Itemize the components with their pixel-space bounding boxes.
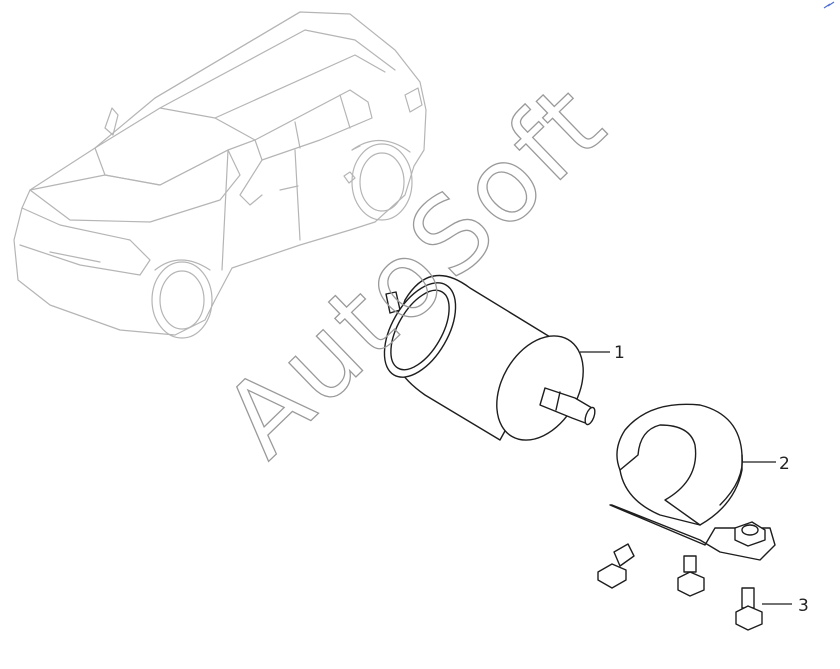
mounting-bracket <box>609 403 776 561</box>
bolt <box>677 555 705 597</box>
fuel-filter <box>383 274 596 441</box>
callout-label-1: 1 <box>614 343 625 363</box>
corner-mark-icon <box>823 1 835 9</box>
callout-label-2: 2 <box>779 454 790 474</box>
bolt <box>597 543 635 589</box>
leader-lines <box>580 351 792 605</box>
callout-label-3: 3 <box>798 596 809 616</box>
bolt <box>735 587 763 631</box>
vehicle-outline <box>13 11 427 339</box>
bolt-set <box>597 543 763 631</box>
